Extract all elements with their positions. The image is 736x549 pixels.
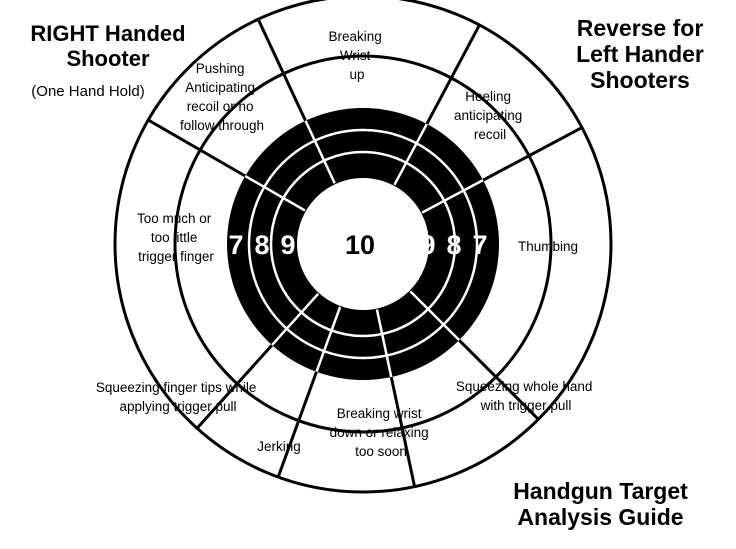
inner-divider-line [375,309,393,378]
zone-jerking: Jerking [257,439,301,454]
zone-thumbing: Thumbing [518,239,578,254]
left-hander-note: Reverse for Left Hander Shooters [576,15,704,93]
ring-label-10: 10 [345,230,375,260]
guide-title: Handgun Target Analysis Guide [513,478,688,530]
zone-heeling: Heeling anticipating recoil [454,89,526,142]
inner-divider-line [244,174,306,212]
ring-label-left-8: 8 [254,230,269,260]
ring-10 [295,176,431,312]
zone-squeezing-finger-tips: Squeezing finger tips while applying tri… [96,380,260,414]
hold-subtitle: (One Hand Hold) [31,83,145,100]
zone-breaking-wrist-down: Breaking wrist down or relaxing too soon [330,406,433,459]
inner-divider-line [409,290,461,342]
ring-label-right-9: 9 [420,230,435,260]
shooter-title: RIGHT Handed Shooter [30,21,186,71]
zone-trigger-finger: Too much or too little trigger finger [137,211,215,264]
outer-divider-line [482,126,583,182]
ring-label-left-7: 7 [228,230,243,260]
ring-8-line [247,128,479,360]
inner-divider-line [421,179,484,214]
outer-divider-line [425,24,481,125]
outer-divider-line [147,118,246,178]
ring-label-right-7: 7 [472,230,487,260]
outer-divider-line [276,371,318,478]
outer-divider-line [256,18,307,122]
inner-divider-line [315,306,342,373]
inner-divider-line [393,123,428,186]
outer-divider-line [458,339,540,421]
outer-divider-line [389,376,417,487]
ring-label-right-8: 8 [446,230,461,260]
zone-pushing: Pushing Anticipating recoil or no follow… [180,61,264,133]
inner-divider-line [304,120,336,184]
zone-squeezing-whole-hand: Squeezing whole hand with trigger pull [456,379,596,413]
outer-sector-dividers [147,18,583,487]
ring-label-left-9: 9 [280,230,295,260]
zone-breaking-wrist-up: Breaking Wrist up [328,29,385,82]
inner-sector-dividers [244,120,484,378]
ring-9-line [269,150,457,338]
inner-divider-line [271,292,320,346]
inner-label-ring [173,54,553,434]
outer-ring [113,0,613,494]
outer-divider-line [195,344,274,430]
